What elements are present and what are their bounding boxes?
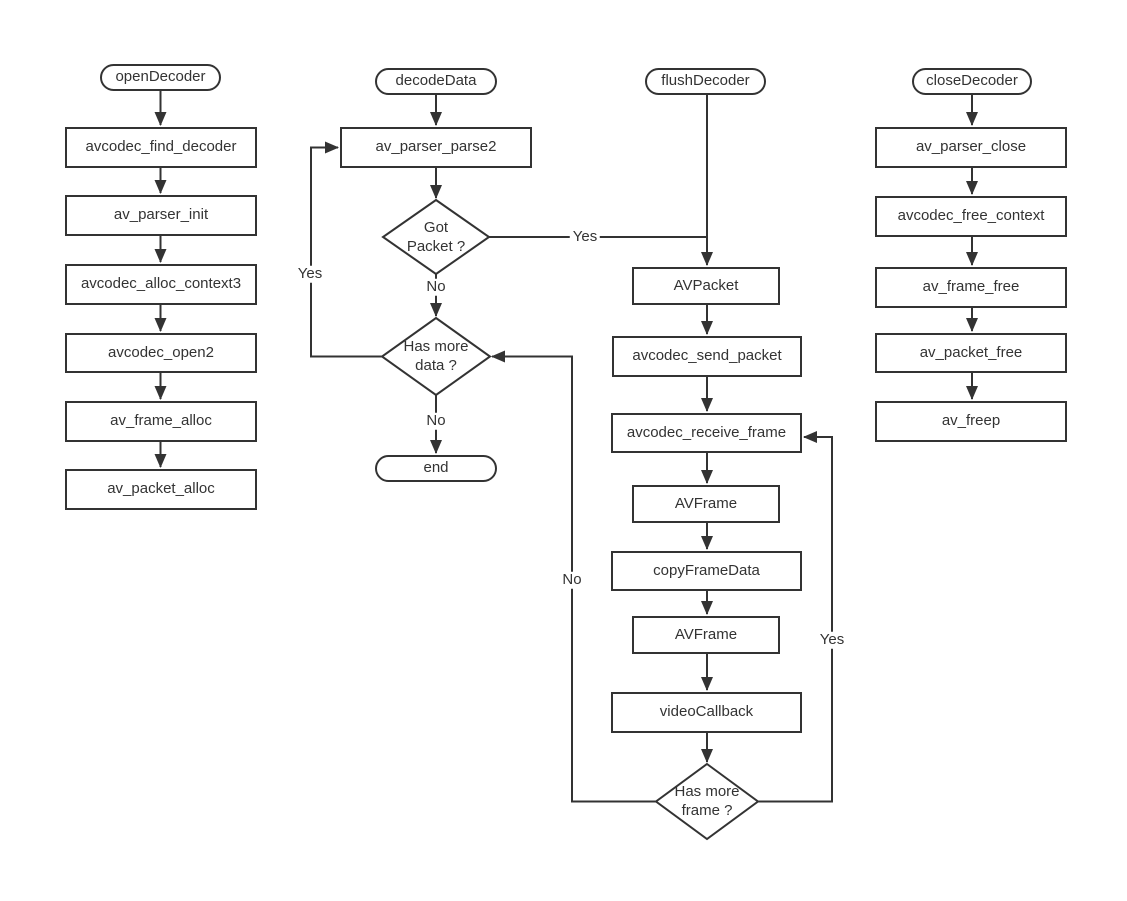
terminal-flush-decoder: flushDecoder: [645, 68, 766, 95]
edge-label-no-has-more-frame: No: [559, 571, 585, 589]
step-avcodec-alloc-context3: avcodec_alloc_context3: [65, 264, 257, 305]
step-avcodec-free-context: avcodec_free_context: [875, 196, 1067, 237]
edge-label-no-has-more-data: No: [423, 412, 449, 430]
step-av-frame-free: av_frame_free: [875, 267, 1067, 308]
step-avcodec-find-decoder: avcodec_find_decoder: [65, 127, 257, 168]
terminal-close-decoder: closeDecoder: [912, 68, 1032, 95]
terminal-open-decoder: openDecoder: [100, 64, 221, 91]
edge-label-no-got-packet: No: [423, 278, 449, 296]
decision-got-packet-shape: [381, 198, 491, 276]
step-av-packet-free: av_packet_free: [875, 333, 1067, 373]
step-av-parser-close: av_parser_close: [875, 127, 1067, 168]
step-av-packet-alloc: av_packet_alloc: [65, 469, 257, 510]
decision-has-more-data-shape: [380, 316, 492, 397]
terminal-end: end: [375, 455, 497, 482]
step-avframe-1: AVFrame: [632, 485, 780, 523]
step-av-freep: av_freep: [875, 401, 1067, 442]
edge-label-yes-got-packet: Yes: [569, 228, 601, 246]
step-avcodec-open2: avcodec_open2: [65, 333, 257, 373]
step-avcodec-send-packet: avcodec_send_packet: [612, 336, 802, 377]
step-av-frame-alloc: av_frame_alloc: [65, 401, 257, 442]
decision-got-packet-label: Got Packet ?: [406, 218, 466, 256]
step-avframe-2: AVFrame: [632, 616, 780, 654]
step-avcodec-receive-frame: avcodec_receive_frame: [611, 413, 802, 453]
step-copy-frame-data: copyFrameData: [611, 551, 802, 591]
edge-label-yes-loop-decode: Yes: [294, 265, 326, 283]
terminal-decode-data: decodeData: [375, 68, 497, 95]
step-avpacket: AVPacket: [632, 267, 780, 305]
decision-has-more-data-label: Has more data ?: [403, 337, 469, 375]
decision-has-more-frame-shape: [654, 762, 760, 841]
edge-label-yes-has-more-frame: Yes: [816, 631, 848, 649]
step-av-parser-parse2: av_parser_parse2: [340, 127, 532, 168]
step-video-callback: videoCallback: [611, 692, 802, 733]
decision-has-more-frame-label: Has more frame ?: [674, 782, 740, 820]
step-av-parser-init: av_parser_init: [65, 195, 257, 236]
